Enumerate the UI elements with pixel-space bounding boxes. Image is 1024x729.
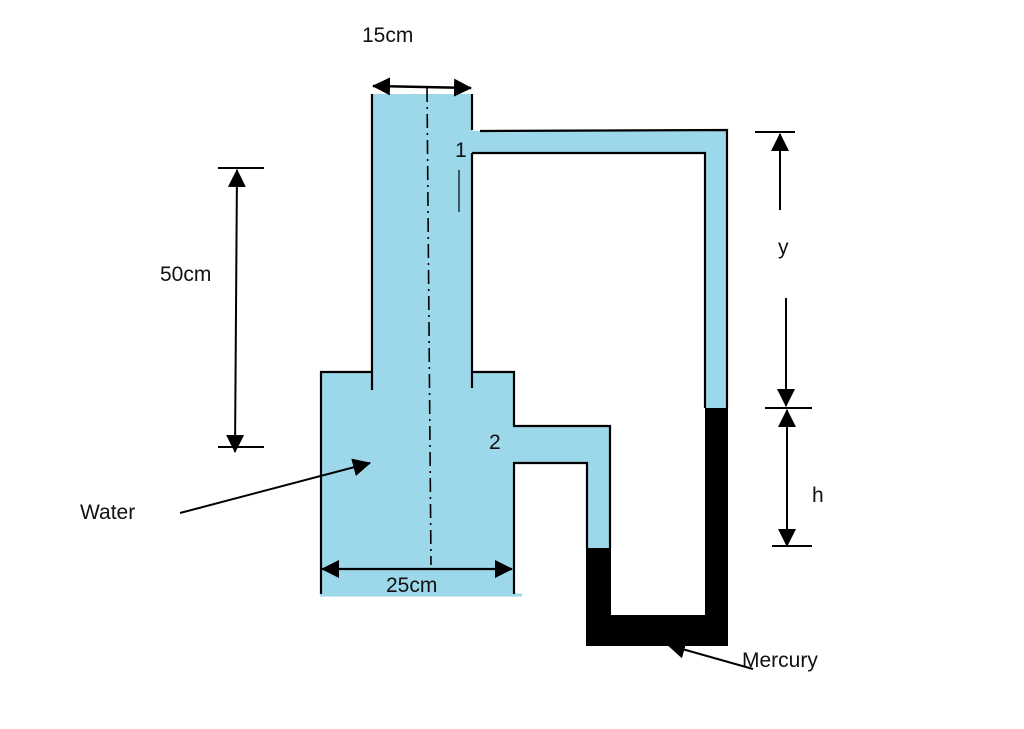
dimension-arrow-y — [755, 131, 812, 409]
label-point-2: 2 — [489, 431, 501, 454]
label-top-width: 15cm — [362, 24, 413, 47]
dimension-arrow-height — [218, 167, 264, 453]
mercury-pointer-arrow — [667, 640, 754, 670]
label-height: 50cm — [160, 263, 211, 286]
dimension-arrow-h — [772, 409, 812, 547]
water-fill — [321, 94, 727, 594]
center-line — [426, 87, 432, 566]
dimension-arrow-top-width — [372, 77, 472, 97]
mercury-fill — [586, 408, 728, 646]
vessel-outline — [319, 94, 729, 594]
label-h: h — [812, 484, 824, 507]
label-mercury: Mercury — [742, 649, 818, 672]
label-bottom-width: 25cm — [386, 574, 437, 597]
label-point-1: 1 — [455, 139, 467, 162]
label-y: y — [778, 236, 789, 259]
water-pointer-arrow — [179, 458, 371, 514]
label-water: Water — [80, 501, 135, 524]
